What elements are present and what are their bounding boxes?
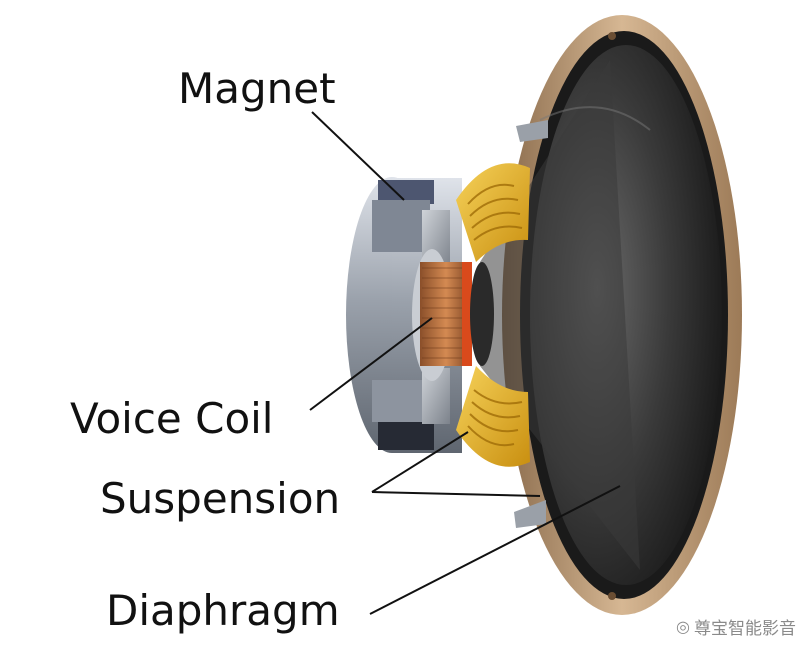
magnet-label: Magnet <box>178 64 336 113</box>
watermark-text: 尊宝智能影音 <box>694 619 796 639</box>
diaphragm-label: Diaphragm <box>106 586 340 635</box>
leader-lines <box>309 111 621 615</box>
suspension-leader-line-b <box>371 491 541 497</box>
diaphragm-leader-line <box>369 485 621 615</box>
voice-coil-illustration <box>420 262 472 366</box>
suspension-leader-line-a <box>371 431 469 493</box>
voice-coil-leader-line <box>309 317 433 411</box>
weibo-icon: ◎ <box>676 617 690 636</box>
cone-diaphragm <box>470 45 722 585</box>
magnet-leader-line <box>311 111 405 201</box>
suspension-label: Suspension <box>100 474 341 523</box>
suspension-spider <box>456 120 548 528</box>
watermark: ◎ 尊宝智能影音 <box>676 614 796 639</box>
voice-coil-label: Voice Coil <box>70 394 274 443</box>
